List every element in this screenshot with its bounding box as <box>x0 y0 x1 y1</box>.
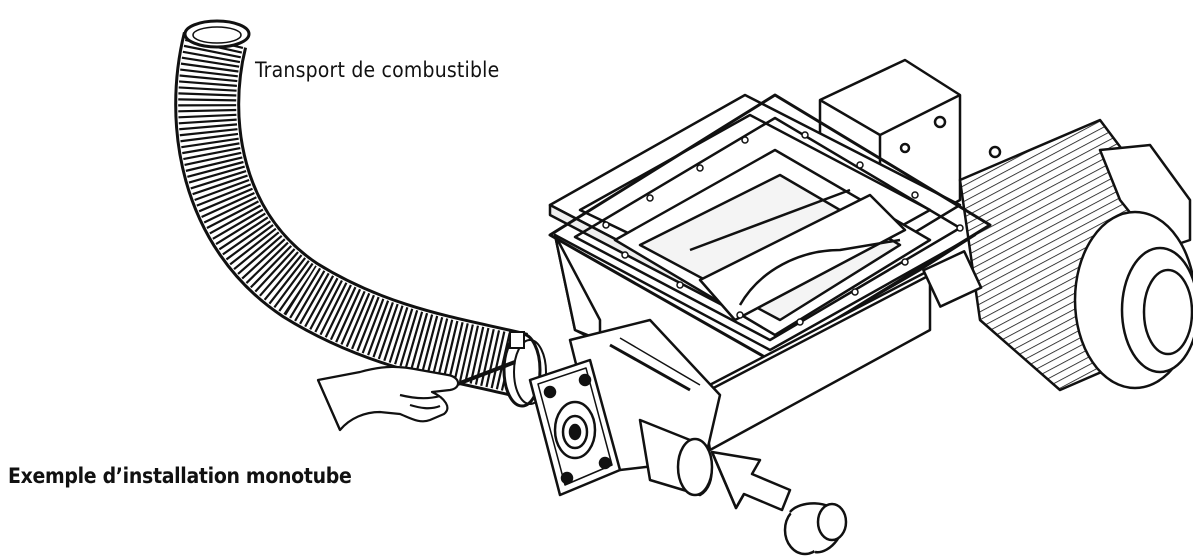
insert-arrow <box>710 450 792 512</box>
bearing-housing <box>528 318 722 497</box>
end-cap <box>783 502 848 556</box>
motor <box>818 58 1193 392</box>
hand-with-screwdriver <box>316 360 516 432</box>
flexible-hose <box>174 19 528 398</box>
installation-example-caption: Exemple d’installation monotube <box>8 464 352 488</box>
fuel-transport-label: Transport de combustible <box>255 58 500 82</box>
